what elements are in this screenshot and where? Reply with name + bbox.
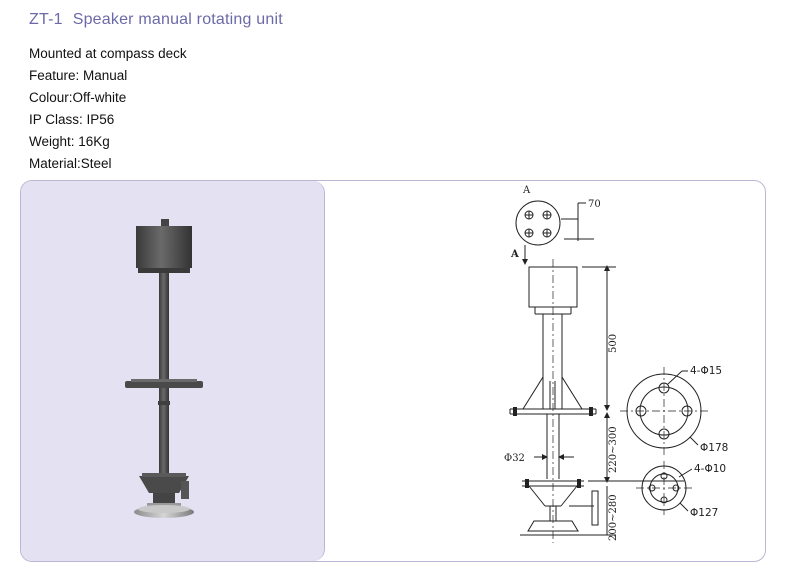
dim-phi32: Φ32 xyxy=(504,453,525,464)
lower-flange-diameter: Φ127 xyxy=(690,507,718,519)
view-label-a: A xyxy=(522,185,531,196)
product-photo xyxy=(125,219,203,518)
technical-drawing: A A 70 500 220~300 200~280 Φ32 4-Φ15 Φ17… xyxy=(324,181,765,561)
product-name: Speaker manual rotating unit xyxy=(72,11,283,28)
product-figure-frame: A A 70 500 220~300 200~280 Φ32 4-Φ15 Φ17… xyxy=(20,180,766,562)
spec-material: Material:Steel xyxy=(29,156,112,171)
dim-70: 70 xyxy=(588,199,601,210)
product-code: ZT-1 xyxy=(29,11,63,28)
technical-drawing-svg: A A 70 500 220~300 200~280 Φ32 4-Φ15 Φ17… xyxy=(504,185,728,543)
spec-list: Mounted at compass deck Feature: Manual … xyxy=(29,43,187,175)
spec-mounting: Mounted at compass deck xyxy=(29,46,187,61)
upper-flange-diameter: Φ178 xyxy=(700,442,728,454)
spec-weight: Weight: 16Kg xyxy=(29,134,110,149)
product-photo-panel xyxy=(21,181,325,561)
spec-feature: Feature: Manual xyxy=(29,68,128,83)
dim-200-280: 200~280 xyxy=(608,494,619,541)
arrow-label-a: A xyxy=(510,249,519,260)
spec-colour: Colour:Off-white xyxy=(29,90,127,105)
dim-220-300: 220~300 xyxy=(608,426,619,473)
upper-flange-holes: 4-Φ15 xyxy=(690,365,722,377)
dim-500: 500 xyxy=(608,334,619,353)
product-title: ZT-1 Speaker manual rotating unit xyxy=(29,11,283,29)
spec-ip-class: IP Class: IP56 xyxy=(29,112,115,127)
lower-flange-holes: 4-Φ10 xyxy=(694,463,726,475)
